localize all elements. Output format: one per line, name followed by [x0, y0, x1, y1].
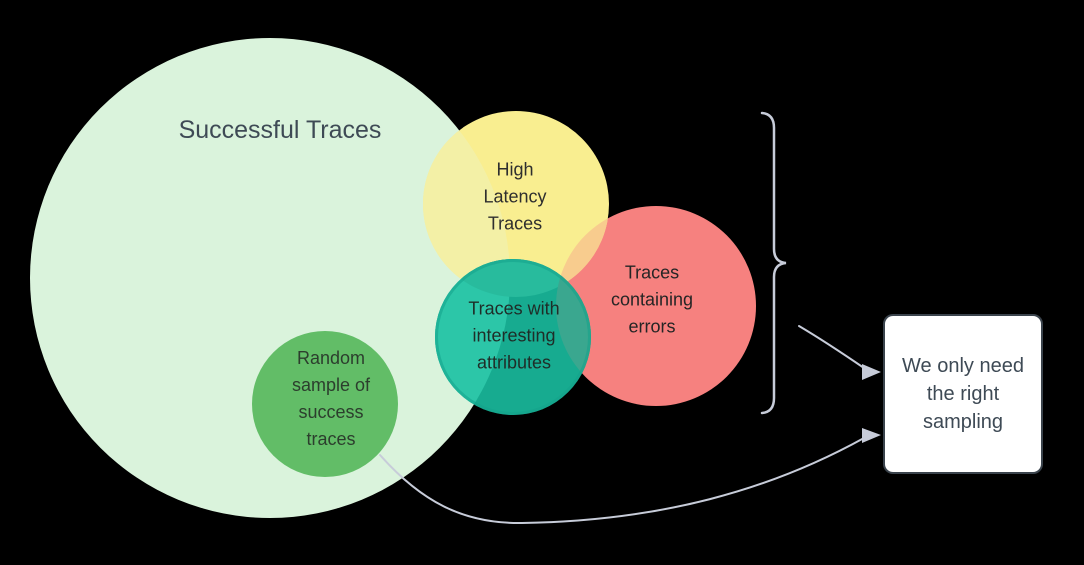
callout-text: We only need the right sampling — [902, 355, 1024, 433]
callout-box: We only need the right sampling — [883, 314, 1043, 474]
random-sample-to-box-arrow-line — [379, 437, 865, 525]
brace-to-box-arrow-line — [798, 325, 865, 369]
random-sample-to-box-arrowhead-icon — [862, 428, 881, 443]
interesting-attributes-circle-rim — [435, 259, 591, 415]
interesting-over-successful-tint — [435, 259, 510, 415]
random-sample-circle — [252, 331, 398, 477]
high-latency-over-successful-tint — [423, 111, 510, 297]
errors-circle — [556, 206, 756, 406]
brace-to-box-arrowhead-icon — [862, 364, 881, 380]
brace — [760, 111, 787, 415]
